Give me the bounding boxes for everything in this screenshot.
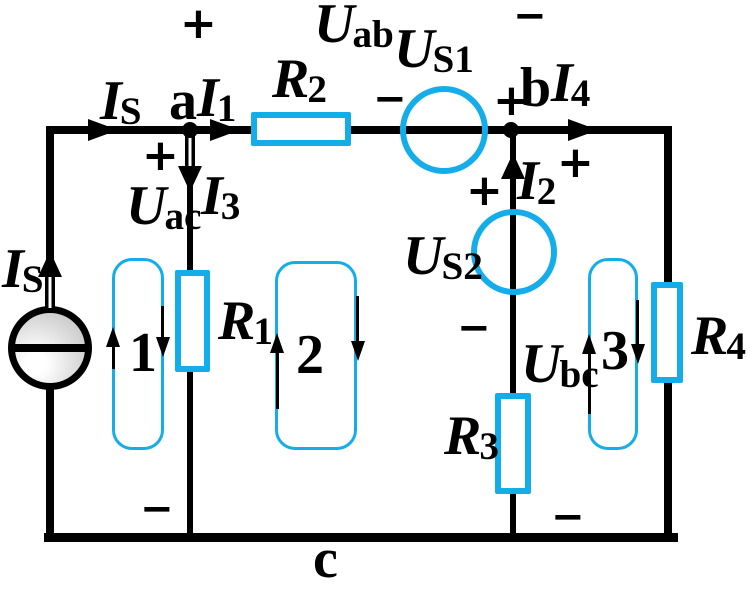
wire-bottom	[44, 533, 678, 542]
loop-1-down-arrow-shaft	[161, 306, 164, 339]
uac-minus-sign: −	[140, 486, 174, 532]
label-is-top-sub: S	[119, 89, 142, 133]
label-i4: I4	[551, 52, 590, 114]
label-i4-sub: 4	[570, 71, 591, 115]
label-is-top-main: I	[100, 70, 122, 132]
current-i1-arrow-icon	[210, 119, 240, 141]
label-r1: R1	[218, 290, 273, 352]
resistor-r2	[251, 112, 351, 146]
loop-2-down-arrow-icon	[351, 341, 365, 361]
loop-3-up-arrow-shaft	[588, 352, 591, 414]
label-r4-main: R	[691, 305, 729, 367]
label-r4: R4	[691, 305, 746, 367]
label-i1-sub: 1	[216, 86, 237, 130]
label-uac: Uac	[126, 175, 201, 237]
label-uac-main: U	[126, 175, 167, 237]
loop-2-down-arrow-shaft	[356, 296, 359, 343]
node-a-dot	[182, 122, 198, 138]
label-is-top: IS	[100, 70, 142, 132]
label-i4-main: I	[551, 52, 573, 114]
us2-minus-sign: −	[457, 305, 491, 351]
current-source-bar-icon	[12, 344, 88, 352]
label-r4-sub: 4	[726, 324, 746, 368]
loop-3-label: 3	[601, 320, 629, 382]
label-us2-sub: S2	[441, 244, 483, 288]
loop-3-down-arrow-shaft	[636, 300, 639, 346]
current-i2-arrow-icon	[501, 153, 525, 179]
label-is-left: IS	[2, 238, 44, 300]
label-r2-sub: 2	[307, 67, 327, 111]
ubc-minus-sign: −	[551, 494, 585, 540]
label-ubc: Ubc	[521, 333, 599, 395]
label-i2-sub: 2	[536, 169, 557, 213]
uab-plus-sign: +	[180, 0, 217, 49]
loop-1-down-arrow-icon	[156, 337, 170, 357]
us1-minus-sign: −	[373, 76, 407, 122]
label-ubc-main: U	[521, 333, 562, 395]
loop-2-label: 2	[296, 324, 324, 386]
current-i3-arrow-shaft	[185, 134, 195, 168]
node-b-label: b	[520, 57, 552, 119]
current-i3-arrow-icon	[178, 166, 202, 192]
label-us1-main: U	[394, 18, 435, 80]
loop-1-up-arrow-icon	[106, 327, 120, 347]
label-i2: I2	[517, 150, 556, 212]
loop-1-label: 1	[129, 322, 157, 384]
label-uab: Uab	[314, 0, 394, 55]
label-i3-main: I	[201, 165, 223, 227]
label-uab-sub: ab	[352, 12, 394, 56]
label-i1-main: I	[197, 67, 219, 129]
loop-2-up-arrow-shaft	[276, 351, 279, 409]
current-is-left-arrow-shaft	[45, 277, 55, 308]
wire-left-lower	[46, 388, 54, 540]
label-r1-main: R	[218, 290, 256, 352]
resistor-r3	[495, 393, 531, 494]
loop-1-up-arrow-shaft	[112, 345, 115, 369]
voltage-source-us1	[400, 86, 488, 174]
label-r1-sub: 1	[253, 309, 273, 353]
wire-top	[46, 126, 672, 134]
us2-plus-sign: +	[466, 165, 503, 216]
wire-left-upper	[46, 126, 54, 310]
label-us2: US2	[403, 225, 483, 287]
loop-3-down-arrow-icon	[631, 344, 645, 364]
loop-2-up-arrow-icon	[270, 333, 284, 353]
label-i3-sub: 3	[220, 184, 241, 228]
resistor-r1	[175, 270, 210, 372]
uac-plus-sign: +	[142, 130, 179, 181]
label-is-left-sub: S	[21, 257, 44, 301]
label-i2-main: I	[517, 150, 539, 212]
us1-plus-sign: +	[493, 75, 530, 126]
label-ubc-sub: bc	[559, 352, 599, 396]
voltage-source-us2	[471, 209, 557, 295]
label-us2-main: U	[403, 225, 444, 287]
current-i4-arrow-icon	[568, 119, 598, 141]
label-uab-main: U	[314, 0, 355, 55]
label-r3-sub: 3	[479, 424, 499, 468]
label-r2: R2	[272, 48, 327, 110]
node-a-label: a	[169, 70, 197, 132]
current-is-arrow-icon	[88, 119, 118, 141]
resistor-r4	[651, 282, 683, 383]
label-i1: I1	[197, 67, 236, 129]
label-i3: I3	[201, 165, 240, 227]
label-uac-sub: ac	[164, 194, 202, 238]
label-r3-main: R	[444, 405, 482, 467]
node-c-label: c	[313, 528, 338, 590]
label-r2-main: R	[272, 48, 310, 110]
label-us1: US1	[394, 18, 474, 80]
node-b-dot	[503, 122, 519, 138]
loop-3-up-arrow-icon	[582, 334, 596, 354]
ubc-plus-sign: +	[557, 137, 594, 188]
label-is-left-main: I	[2, 238, 24, 300]
wire-branch-b	[510, 130, 516, 534]
uab-minus-sign: −	[513, 0, 547, 39]
current-is-left-arrow-icon	[38, 251, 62, 277]
label-us1-sub: S1	[432, 37, 474, 81]
label-r3: R3	[444, 405, 499, 467]
